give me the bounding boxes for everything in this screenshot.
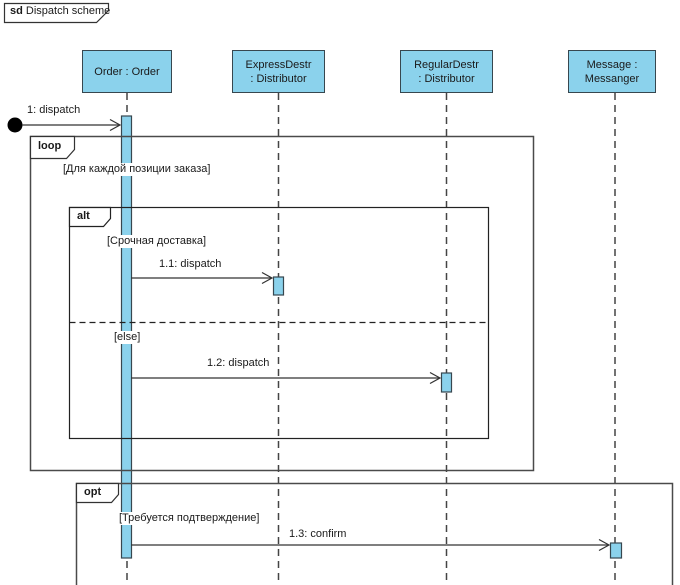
lifeline-head-regulardestr-line2: : Distributor [418, 72, 475, 85]
message-1-2-arrowhead [429, 371, 442, 385]
opt-keyword-label: opt [84, 486, 102, 498]
diagram-title-pentagon [3, 2, 110, 24]
message-1-3-label: 1.3: confirm [288, 528, 348, 541]
alt-keyword-pentagon [68, 206, 112, 228]
message-1-1-arrowhead [261, 271, 274, 285]
diagram-title: sd Dispatch scheme [10, 5, 110, 17]
found-message-endpoint[interactable] [7, 117, 23, 133]
diagram-title-keyword: sd [10, 5, 23, 17]
lifeline-head-message-line2: Messanger [584, 72, 640, 85]
opt-keyword-pentagon [75, 482, 120, 504]
lifeline-head-expressdestr-line1: ExpressDestr [245, 58, 312, 71]
alt-guard-then: [Срочная доставка] [106, 235, 208, 248]
message-1-label: 1: dispatch [26, 104, 82, 117]
message-1-3-arrowhead [598, 538, 611, 552]
loop-guard-condition: [Для каждой позиции заказа] [62, 163, 212, 176]
lifeline-head-order[interactable]: Order : Order [82, 50, 172, 93]
opt-fragment-frame[interactable] [75, 482, 674, 585]
message-1-1-label: 1.1: dispatch [158, 258, 223, 271]
opt-guard-condition: [Требуется подтверждение] [118, 512, 261, 525]
alt-guard-else: [else] [113, 331, 142, 344]
lifeline-head-expressdestr[interactable]: ExpressDestr: Distributor [232, 50, 325, 93]
lifeline-head-expressdestr-line2: : Distributor [250, 72, 307, 85]
activation-message[interactable] [609, 542, 623, 559]
activation-regulardestr[interactable] [440, 372, 453, 393]
message-1-2-label: 1.2: dispatch [206, 357, 271, 370]
activation-expressdestr[interactable] [272, 276, 285, 296]
loop-keyword-label: loop [38, 140, 62, 152]
lifeline-head-regulardestr[interactable]: RegularDestr: Distributor [400, 50, 493, 93]
lifeline-head-regulardestr-line1: RegularDestr [414, 58, 479, 71]
lifeline-head-order-line1: Order : Order [94, 65, 160, 78]
loop-fragment-frame[interactable] [29, 135, 535, 472]
lifeline-head-message-line1: Message : [586, 58, 638, 71]
diagram-title-text: Dispatch scheme [25, 5, 111, 17]
lifeline-head-message[interactable]: Message :Messanger [568, 50, 656, 93]
loop-keyword-pentagon [29, 135, 76, 160]
alt-keyword-label: alt [77, 210, 90, 222]
message-1-arrowhead [109, 118, 122, 132]
